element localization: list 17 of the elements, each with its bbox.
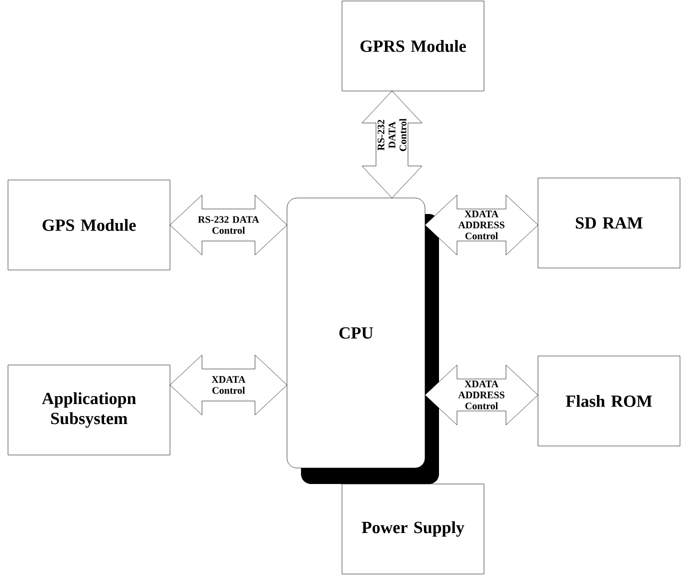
edge-label: XDATA ADDRESS Control — [458, 380, 504, 410]
edge-label: RS-232 DATA Control — [378, 118, 406, 152]
module-box: GPRS Module — [342, 0, 484, 92]
block-arrow — [170, 194, 288, 256]
block-arrow — [424, 194, 538, 256]
block-arrow — [170, 354, 288, 416]
block-arrow — [424, 364, 538, 426]
block-arrow — [362, 90, 422, 198]
module-box: Flash ROM — [538, 356, 680, 446]
module-box: GPS Module — [8, 180, 170, 270]
edge-label: XDATA ADDRESS Control — [458, 210, 504, 240]
edge-label: RS-232 DATA Control — [198, 216, 260, 234]
edge-label: XDATA Control — [212, 376, 246, 394]
module-box: Applicatiopn Subsystem — [8, 364, 170, 456]
cpu-box: CPU — [286, 198, 439, 484]
module-box: Power Supply — [342, 484, 484, 574]
module-box: SD RAM — [538, 178, 680, 268]
